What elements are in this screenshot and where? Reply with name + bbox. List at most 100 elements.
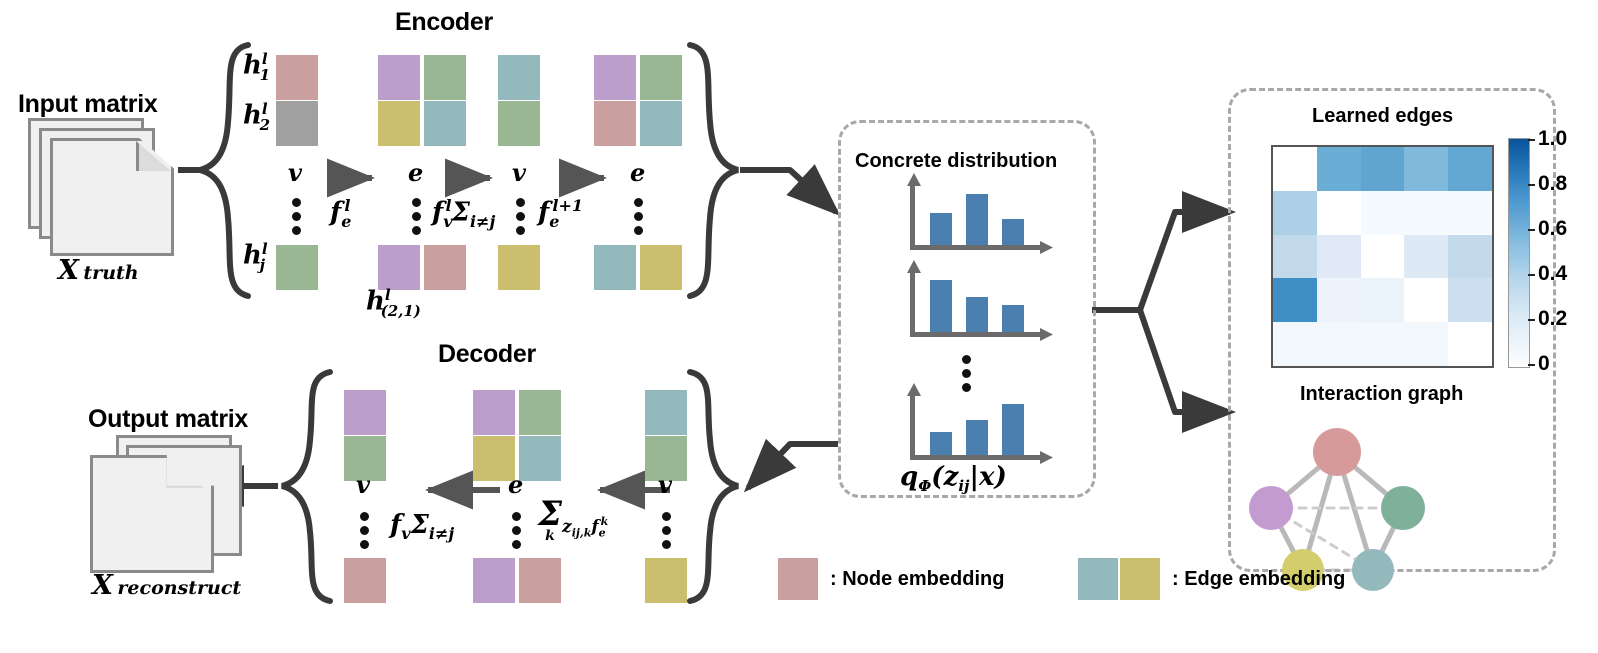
heatmap-cell — [1448, 190, 1492, 235]
colorbar-tick-label: 1.0 — [1538, 127, 1568, 150]
output-matrix-symbol: X reconstruct — [92, 570, 242, 601]
encoder-edge-cell — [640, 101, 682, 146]
heatmap-cell — [1360, 278, 1405, 323]
input-matrix-title: Input matrix — [18, 90, 158, 118]
encoder-edge-cell — [424, 55, 466, 100]
heatmap-cell — [1360, 322, 1405, 366]
encoder-row-label-h2: hl2 — [243, 100, 271, 134]
encoder-stage-v1: v — [288, 158, 302, 187]
encoder-op-fe-l: fel — [330, 196, 352, 231]
output-matrix-title: Output matrix — [88, 405, 248, 433]
heatmap-cell — [1316, 234, 1361, 279]
heatmap-cell — [1273, 278, 1317, 323]
heatmap-cell — [1448, 278, 1492, 323]
graph-node-right — [1381, 486, 1425, 530]
colorbar-tick-label: 0.4 — [1538, 262, 1568, 285]
decoder-vdots-2 — [512, 512, 521, 549]
heatmap-cell — [1404, 322, 1449, 366]
legend-edge-label: : Edge embedding — [1172, 568, 1346, 590]
encoder-stage-e2: e — [630, 158, 646, 187]
concrete-distribution-title: Concrete distribution — [855, 150, 1058, 172]
heatmap-cell — [1316, 147, 1361, 191]
hist-bar — [966, 194, 988, 245]
encoder-node-cell — [498, 55, 540, 100]
decoder-op-fv-sum: fvΣi≠j — [390, 510, 455, 544]
hist-bar — [930, 432, 952, 455]
decoder-edge-cell — [519, 390, 561, 435]
decoder-vdots-1 — [360, 512, 369, 549]
heatmap-cell — [1316, 322, 1361, 366]
heatmap-cell — [1360, 190, 1405, 235]
decoder-node-cell — [344, 558, 386, 603]
heatmap-cell — [1273, 147, 1317, 191]
input-matrix-doc-stack — [28, 118, 178, 256]
encoder-node-cell — [498, 245, 540, 290]
legend-edge-swatch-1 — [1078, 558, 1118, 600]
encoder-stage-v2: v — [512, 158, 526, 187]
heatmap-cell — [1316, 278, 1361, 323]
graph-node-bottom-right — [1352, 549, 1394, 591]
input-matrix-symbol: X truth — [58, 255, 139, 286]
colorbar-tick-label: 0 — [1538, 352, 1550, 375]
colorbar-tick-label: 0.8 — [1538, 172, 1568, 195]
concrete-histogram-1 — [907, 173, 1055, 257]
encoder-vdots-1 — [292, 198, 301, 235]
colorbar-tick-mark — [1528, 274, 1535, 276]
colorbar-tick-label: 0.2 — [1538, 307, 1568, 330]
heatmap-cell — [1404, 147, 1449, 191]
encoder-edge-cell — [378, 55, 420, 100]
concrete-histogram-2 — [907, 260, 1055, 344]
output-matrix-doc-stack — [90, 435, 242, 575]
encoder-edge-cell — [424, 245, 466, 290]
encoder-edge-cell — [378, 245, 420, 290]
decoder-edge-cell — [473, 390, 515, 435]
decoder-stage-v1: v — [356, 470, 370, 499]
decoder-vdots-3 — [662, 512, 671, 549]
hist-bar — [1002, 305, 1024, 332]
decoder-op-sum-z: Σ k zij,kfek — [538, 494, 609, 544]
encoder-row-label-h1: hl1 — [243, 50, 271, 84]
graph-node-bottom-left — [1282, 549, 1324, 591]
encoder-vdots-4 — [634, 198, 643, 235]
decoder-node-cell — [344, 390, 386, 435]
decoder-title: Decoder — [438, 340, 536, 368]
colorbar-tick-mark — [1528, 139, 1535, 141]
hist-bar — [1002, 404, 1024, 455]
hist-bar — [966, 420, 988, 455]
hist-bar — [930, 213, 952, 245]
legend-node-label: : Node embedding — [830, 568, 1005, 590]
encoder-title: Encoder — [395, 8, 493, 36]
encoder-row-label-hj: hlj — [243, 240, 268, 274]
interaction-graph-title: Interaction graph — [1300, 383, 1464, 405]
legend-node-swatch — [778, 558, 818, 600]
learned-edges-title: Learned edges — [1312, 105, 1454, 127]
encoder-edge-cell — [424, 101, 466, 146]
hist-bar — [1002, 219, 1024, 245]
decoder-edge-cell — [473, 436, 515, 481]
encoder-edge-cell — [594, 101, 636, 146]
colorbar-tick-mark — [1528, 319, 1535, 321]
colorbar-tick-mark — [1528, 184, 1535, 186]
heatmap-cell — [1404, 278, 1449, 323]
heatmap-cell — [1448, 234, 1492, 279]
encoder-edge-cell — [378, 101, 420, 146]
heatmap-cell — [1273, 234, 1317, 279]
encoder-edge-cell — [640, 55, 682, 100]
heatmap-cell — [1404, 234, 1449, 279]
hist-bar — [966, 297, 988, 332]
decoder-edge-cell — [519, 558, 561, 603]
decoder-node-cell — [645, 436, 687, 481]
heatmap-cell — [1316, 190, 1361, 235]
concrete-formula: qΦ(zij|x) — [900, 462, 1007, 496]
encoder-stage-e1: e — [408, 158, 424, 187]
colorbar-tick-label: 0.6 — [1538, 217, 1568, 240]
heatmap-cell — [1360, 147, 1405, 191]
encoder-edge-cell — [640, 245, 682, 290]
decoder-node-cell — [645, 390, 687, 435]
heatmap-colorbar — [1508, 138, 1530, 368]
encoder-edge-cell — [594, 55, 636, 100]
encoder-edge-cell — [594, 245, 636, 290]
decoder-edge-cell — [519, 436, 561, 481]
encoder-node-cell — [276, 55, 318, 100]
